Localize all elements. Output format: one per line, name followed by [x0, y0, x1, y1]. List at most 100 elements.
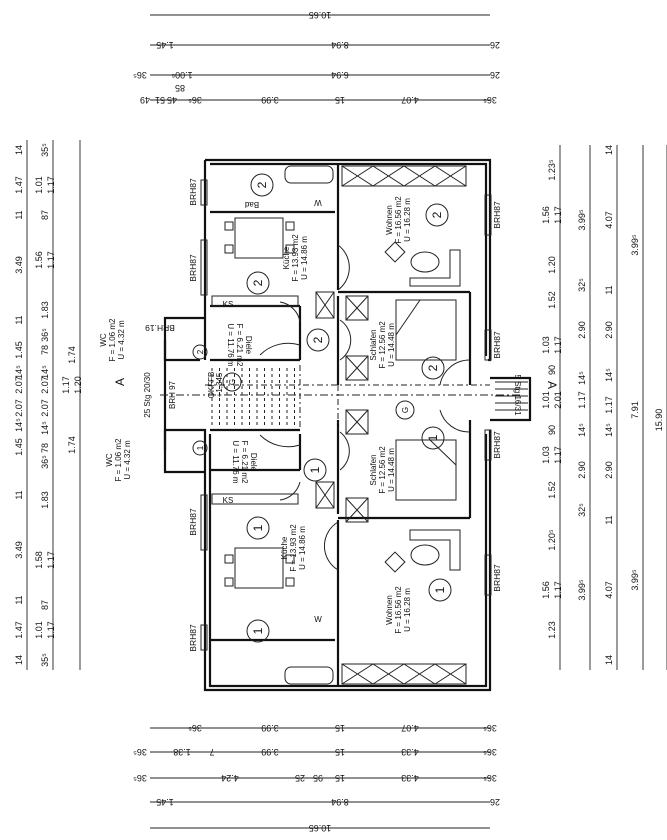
unit-2-wohnen-label: Wohnen F = 16.56 m2 U = 16.28 m — [385, 196, 412, 244]
dimension-label: 90 — [547, 365, 557, 375]
svg-text:G: G — [401, 407, 410, 413]
dimension-label: 35⁵ — [40, 143, 50, 157]
unit-1-wc-marker: 1 — [192, 440, 208, 456]
dimension-label: 36⁵ — [188, 95, 202, 105]
dimension-label: 8.94 — [331, 797, 349, 807]
dimension-label: 14 — [604, 145, 614, 155]
dimension-label: 1.17 — [553, 336, 563, 354]
fridge-label: KS — [223, 300, 234, 309]
dimension-label: 1.23 — [547, 621, 557, 639]
dimension-label: 78 — [40, 345, 50, 355]
floor-level-value: +1,345 — [215, 372, 224, 397]
dimension-label: 14 — [14, 655, 24, 665]
dimension-label: 4.07 — [401, 95, 419, 105]
dimension-label: 36⁵ — [40, 328, 50, 342]
dimension-label: 2.07 — [14, 399, 24, 417]
dimension-label: 7 — [209, 747, 214, 757]
dimension-label: 1.17 — [46, 621, 56, 639]
dimension-label: 11 — [604, 285, 614, 294]
svg-text:U = 14.86 m: U = 14.86 m — [300, 236, 309, 280]
svg-text:F = 6.21 m2: F = 6.21 m2 — [240, 441, 249, 484]
dimension-label: 4.33 — [401, 747, 419, 757]
doors — [259, 244, 471, 571]
dimension-label: 1.17 — [46, 251, 56, 269]
dimension-label: 3.99⁵ — [577, 209, 587, 231]
dimension-label: 14⁵ — [577, 423, 587, 437]
unit-1-schlafen-marker: 1 — [421, 426, 445, 450]
dimension-label: 1.45 — [14, 341, 24, 359]
unit-2-diele-marker: 2 — [306, 328, 330, 352]
unit-2-wc-label: WC F = 1.06 m2 U = 4.32 m — [99, 318, 126, 361]
window-sill-label: BRH87 — [492, 564, 502, 592]
dimension-label: 6.94 — [331, 70, 349, 80]
dimension-label: 4.07 — [401, 723, 419, 733]
dimension-label: 3.99 — [261, 747, 279, 757]
dimension-label: 1.03 — [541, 446, 551, 464]
dimension-label: 11 — [14, 210, 24, 219]
dimension-label: 14⁵ — [14, 418, 24, 432]
window-sill-label: BRH87 — [188, 178, 198, 206]
svg-text:1: 1 — [426, 434, 440, 441]
window-sill-label: BRH87 — [188, 624, 198, 652]
section-marker-left: A — [113, 378, 127, 386]
dimension-label: 1.74 — [67, 346, 77, 364]
dimension-label: 1.45 — [14, 438, 24, 456]
svg-text:F = 16.56 m2: F = 16.56 m2 — [394, 586, 403, 634]
window-sill-label: BRH87 — [188, 508, 198, 536]
svg-text:Küche: Küche — [282, 246, 291, 269]
common-area-marker-corridor: G — [395, 400, 415, 420]
dimension-label: 1.17 — [604, 396, 614, 414]
dimension-label: 15 — [335, 773, 345, 783]
dimension-label: 3.49 — [14, 256, 24, 274]
dimension-label: 1.17 — [553, 581, 563, 599]
svg-text:F = 12.56 m2: F = 12.56 m2 — [378, 446, 387, 494]
svg-text:U = 16.28 m: U = 16.28 m — [403, 588, 412, 632]
dimension-label: 14 — [14, 145, 24, 155]
dimension-label: 49 — [140, 95, 150, 105]
dimension-label: 1.17 — [553, 446, 563, 464]
dimension-label: 1.47 — [14, 176, 24, 194]
dimension-label: 3.99⁵ — [577, 579, 587, 601]
dimension-label: 78 — [40, 443, 50, 453]
svg-text:Schlafen: Schlafen — [369, 329, 378, 360]
dimension-label: 14⁵ — [577, 371, 587, 385]
unit-1-schlafen-label: Schlafen F = 12.56 m2 U = 14.48 m — [369, 446, 396, 494]
unit-1-kueche-marker: 1 — [246, 516, 270, 540]
window-sill-label: BRH87 — [492, 331, 502, 359]
dimension-label: 26 — [490, 70, 500, 80]
stair-spec-label: 25 Stg 20/30 — [143, 372, 152, 418]
dimension-label: 1.20⁵ — [547, 529, 557, 551]
dimension-label: 26 — [490, 797, 500, 807]
dimension-label: 1.56 — [541, 206, 551, 224]
washer-label: W — [314, 198, 322, 207]
svg-text:2: 2 — [251, 279, 265, 286]
svg-text:F = 6.21 m2: F = 6.21 m2 — [235, 324, 244, 367]
washer-label: W — [314, 615, 322, 624]
dimension-label: 2.01 — [553, 391, 563, 409]
dimension-label: 3.99 — [261, 95, 279, 105]
dimension-label: 10.65 — [309, 823, 332, 833]
unit-2-wc-marker: 2 — [192, 344, 208, 360]
svg-text:2: 2 — [196, 349, 205, 354]
svg-text:2: 2 — [255, 181, 269, 188]
dimension-label: 1.20 — [73, 376, 83, 394]
svg-text:F = 16.56 m2: F = 16.56 m2 — [394, 196, 403, 244]
dimension-label: 85 — [175, 83, 185, 93]
svg-text:1: 1 — [308, 466, 322, 473]
unit-1-wohnen-marker: 1 — [428, 578, 452, 602]
svg-text:1: 1 — [196, 445, 205, 450]
dimension-label: 45 — [167, 95, 177, 105]
dimension-label: 14⁵ — [14, 365, 24, 379]
dimension-label: 3.99⁵ — [630, 569, 640, 591]
window-sill-label: BRH87 — [188, 254, 198, 282]
dimension-label: 1.83 — [40, 301, 50, 319]
dimension-label: 87 — [40, 600, 50, 610]
dimension-label: 8.94 — [331, 40, 349, 50]
window-sill-label: BRH87 — [492, 201, 502, 229]
dimension-label: 11 — [14, 595, 24, 604]
dimension-label: 14 — [604, 655, 614, 665]
dimension-label: 1.45 — [156, 40, 174, 50]
dimension-label: 14⁵ — [40, 365, 50, 379]
dimension-label: 2.07 — [40, 376, 50, 394]
